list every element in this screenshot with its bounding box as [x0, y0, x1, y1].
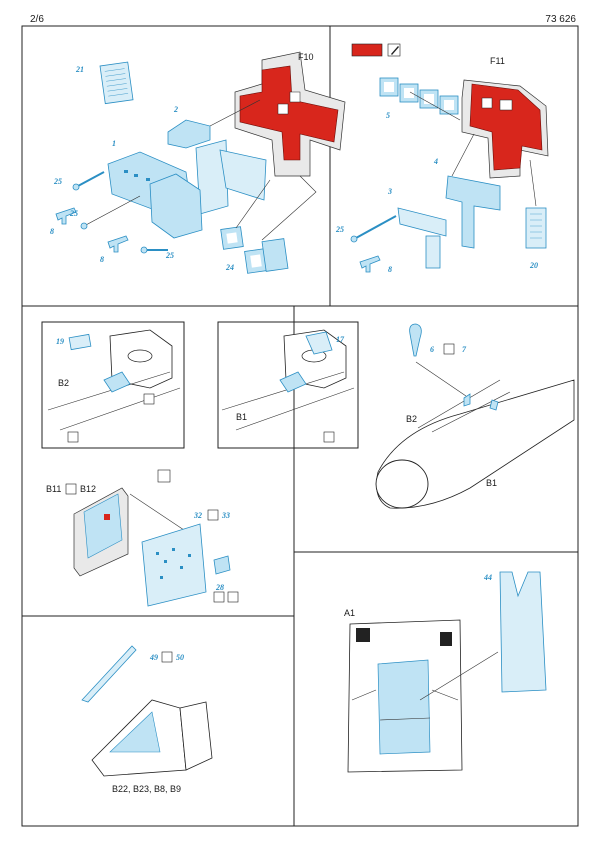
pe-part-28: [213, 555, 231, 575]
f11-panel: F11 5 4 3 20 25: [335, 56, 549, 274]
part-num-44: 44: [483, 573, 492, 582]
part-num-33: 33: [221, 511, 230, 520]
pe-part-5: [379, 77, 459, 115]
pe-part-17: [305, 331, 333, 355]
part-num-20: 20: [529, 261, 538, 270]
part-num-1: 1: [112, 139, 116, 148]
f10-title: F10: [298, 52, 314, 62]
f10-red-area: [239, 65, 339, 161]
pe-part-25-a: [72, 171, 105, 191]
sheet-code: 73 626: [545, 14, 576, 25]
pe-part-25-c: [140, 246, 168, 254]
b2-title: B2: [58, 378, 69, 388]
pe-part-20: [525, 207, 547, 249]
part-num-5: 5: [386, 111, 390, 120]
a1-detail: A1 44: [344, 571, 547, 773]
canopy-label-b1: B1: [486, 478, 497, 488]
b11-detail: B11 B12 32 33 28: [46, 469, 239, 607]
part-num-17: 17: [336, 335, 345, 344]
part-num-8-a: 8: [50, 227, 54, 236]
pe-part-44: [499, 571, 547, 693]
part-num-25-b: 25: [69, 209, 78, 218]
pe-part-49: [81, 645, 137, 703]
b11-label: B11: [46, 484, 61, 494]
f10-panel: F10 21 2 1: [50, 51, 346, 274]
part-num-25-a: 25: [53, 177, 62, 186]
f11-title: F11: [490, 56, 505, 66]
pe-part-lower-console: [149, 173, 203, 239]
part-num-28: 28: [215, 583, 224, 592]
b12-label: B12: [80, 484, 96, 494]
part-num-8-f11: 8: [388, 265, 392, 274]
option-icon: [443, 343, 455, 355]
page-number: 2/6: [30, 14, 44, 25]
outer-frame: [21, 25, 579, 827]
part-num-24: 24: [225, 263, 234, 272]
part-num-8-b: 8: [100, 255, 104, 264]
pe-part-3-stem: [425, 235, 441, 269]
pe-part-6: [409, 323, 422, 357]
pe-part-32: [141, 523, 207, 607]
pe-part-17-installed: [279, 371, 307, 393]
part-num-2: 2: [173, 105, 178, 114]
b11-option-icon: [65, 483, 77, 495]
pe-part-2: [167, 119, 211, 149]
part-num-19: 19: [56, 337, 64, 346]
pe-part-24: [220, 226, 289, 274]
b22-detail: 49 50 B22, B23, B8, B9: [81, 645, 213, 794]
b1-detail: 17 B1: [217, 321, 359, 449]
pe-part-8-a: [55, 207, 77, 225]
pe-part-3: [397, 207, 447, 237]
pe-part-25-f11: [350, 215, 397, 243]
part-num-32: 32: [193, 511, 202, 520]
canopy-detail: 6 7 B2 B1: [375, 323, 575, 509]
part-num-50: 50: [176, 653, 184, 662]
pe-part-25-b: [80, 195, 141, 230]
pe-part-8-b: [107, 235, 129, 253]
part-num-49: 49: [149, 653, 158, 662]
red-color-swatch: [351, 43, 383, 57]
part-num-3: 3: [387, 187, 392, 196]
canopy-label-b2: B2: [406, 414, 417, 424]
pe-part-21: [99, 61, 134, 105]
part-num-25-f11: 25: [335, 225, 344, 234]
b1-title: B1: [236, 412, 247, 422]
paint-brush-icon: [387, 43, 401, 57]
pe-side-console-right: [219, 149, 267, 201]
b2-detail: 19 B2: [41, 321, 185, 449]
part-num-6: 6: [430, 345, 434, 354]
part-num-7: 7: [462, 345, 467, 354]
part-num-25-c: 25: [165, 251, 174, 260]
pe-part-19-installed: [103, 371, 131, 393]
pe-part-19: [68, 333, 92, 351]
pe-part-4: [445, 175, 501, 249]
a1-title: A1: [344, 608, 355, 618]
pe-part-8-f11: [359, 255, 381, 273]
b22-label: B22, B23, B8, B9: [112, 784, 181, 794]
part-num-21: 21: [75, 65, 84, 74]
part-num-4: 4: [433, 157, 438, 166]
paint-legend: [351, 43, 401, 57]
